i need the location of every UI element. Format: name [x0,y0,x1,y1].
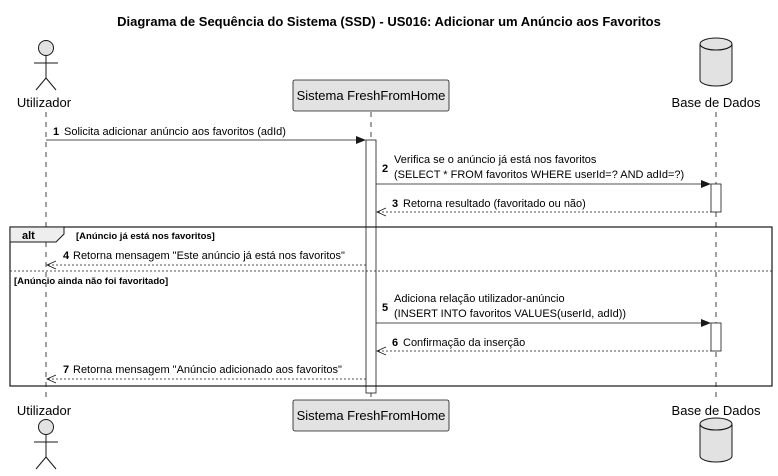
message-3-number: 3 [392,198,398,210]
alt-guard-2: [Anúncio ainda não foi favoritado] [14,276,168,287]
alt-fragment [9,226,773,387]
message-3-label: Retorna resultado (favoritado ou não) [403,198,586,210]
alt-label-tab [9,226,65,243]
message-5-arrowhead [701,319,711,327]
participant-db-label-top: Base de Dados [672,95,761,110]
message-2-arrowhead [701,180,711,188]
message-5-label-line2: (INSERT INTO favoritos VALUES(userId, ad… [394,308,626,320]
message-1-label: Solicita adicionar anúncio aos favoritos… [64,126,286,138]
actor-user-bottom-icon [34,419,58,470]
participant-user-label-bottom: Utilizador [17,403,72,418]
message-7-label: Retorna mensagem "Anúncio adicionado aos… [73,364,342,376]
activation-db-2 [710,322,722,352]
message-6-arrowhead [376,346,387,356]
message-1-number: 1 [53,126,59,138]
message-4-arrowhead [46,260,57,270]
message-2-number: 2 [382,163,388,175]
activation-db-1 [710,183,722,213]
actor-user-top-icon [34,40,58,91]
message-5-label-line1: Adiciona relação utilizador-anúncio [394,293,565,305]
message-6-number: 6 [392,337,398,349]
message-6-label: Confirmação da inserção [403,337,525,349]
message-1-arrowhead [356,136,366,144]
participant-db-label-bottom: Base de Dados [672,403,761,418]
participant-system-label-bottom: Sistema FreshFromHome [297,408,446,423]
participant-system-label-top: Sistema FreshFromHome [297,88,446,103]
message-5-number: 5 [382,302,388,314]
message-7-number: 7 [63,364,69,376]
message-2-label-line2: (SELECT * FROM favoritos WHERE userId=? … [394,169,684,181]
message-4-number: 4 [63,250,70,262]
diagram-title: Diagrama de Sequência do Sistema (SSD) -… [117,14,661,29]
database-bottom-icon [699,417,733,463]
alt-keyword: alt [22,230,35,242]
alt-guard-1: [Anúncio já está nos favoritos] [76,231,215,242]
participant-system-box-top [292,79,450,112]
message-7-arrowhead [46,374,57,384]
activation-system [365,139,377,394]
message-4-label: Retorna mensagem "Este anúncio já está n… [73,250,345,262]
database-top-icon [699,37,733,87]
participant-system-box-bottom [292,399,450,432]
message-2-label-line1: Verifica se o anúncio já está nos favori… [394,154,597,166]
participant-user-label-top: Utilizador [17,95,72,110]
message-3-arrowhead [376,207,387,217]
